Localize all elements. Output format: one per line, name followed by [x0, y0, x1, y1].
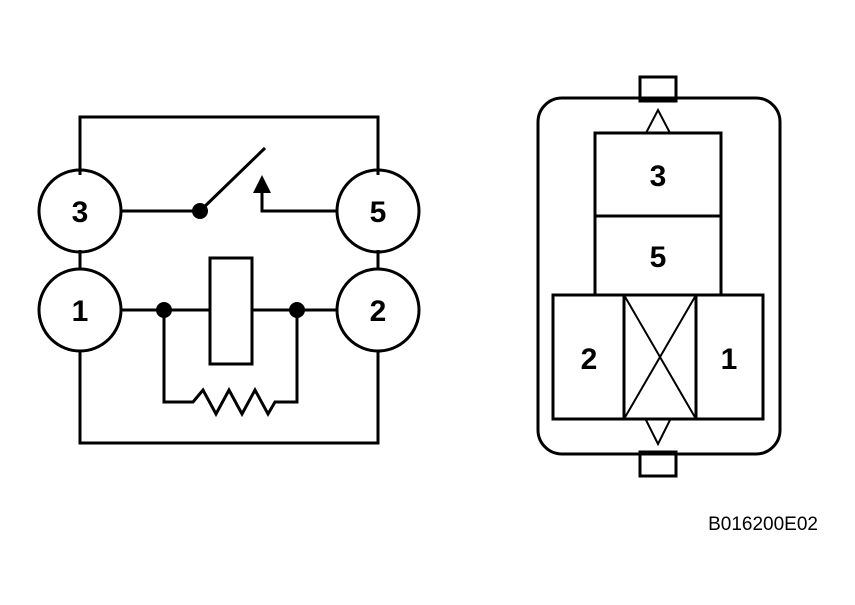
terminal-3: 3 — [37, 168, 123, 254]
connector-cell-1: 1 — [694, 293, 765, 421]
connector-cell-5: 5 — [593, 214, 723, 297]
connector-cell-5-label: 5 — [650, 241, 667, 274]
switch-arm — [198, 146, 267, 213]
connector-cell-2-label: 2 — [581, 343, 598, 376]
connector-cell-1-label: 1 — [721, 343, 738, 376]
terminal-3-label: 3 — [72, 196, 89, 229]
terminal-5-label: 5 — [370, 196, 387, 229]
bottom-frame-wire — [78, 350, 380, 445]
relay-coil — [208, 256, 254, 366]
bottom-locator-arrow-icon — [645, 419, 671, 447]
relay-schematic: 3 5 1 2 — [37, 115, 421, 445]
terminal-2-label: 2 — [370, 295, 387, 328]
terminal-5: 5 — [335, 168, 421, 254]
terminal-2: 2 — [335, 267, 421, 353]
resistor-branch-wire — [162, 310, 299, 418]
connector-cell-3: 3 — [593, 131, 723, 218]
relay-connector-view: 3 5 2 1 — [536, 75, 782, 478]
switch-contact-arrow-icon — [253, 175, 271, 193]
connector-housing — [536, 96, 782, 456]
terminal-1: 1 — [37, 267, 123, 353]
figure-code: B016200E02 — [708, 514, 818, 535]
connector-cell-3-label: 3 — [650, 160, 667, 193]
connector-bottom-tab — [638, 450, 678, 478]
top-frame-wire — [78, 115, 380, 175]
connector-blank-cavity — [622, 293, 698, 421]
connector-cell-2: 2 — [551, 293, 626, 421]
switch-contact-wire — [260, 192, 336, 213]
terminal-1-label: 1 — [72, 295, 89, 328]
connector-top-tab — [638, 75, 678, 103]
top-locator-arrow-icon — [645, 107, 671, 134]
